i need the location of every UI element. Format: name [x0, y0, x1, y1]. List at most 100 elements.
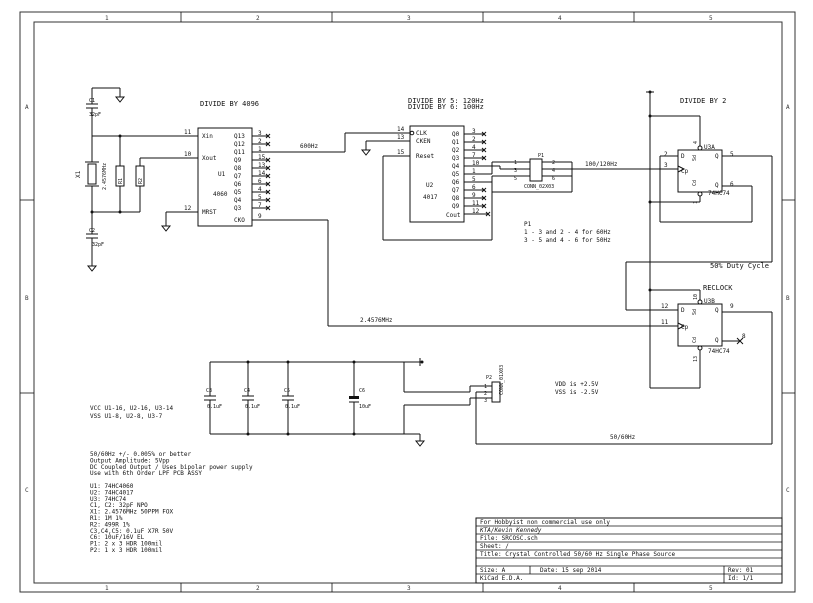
u2-pin-name: CLK: [416, 130, 427, 137]
u3b-d-pin: 12: [661, 303, 669, 310]
c1-ref: C1: [89, 98, 95, 104]
c4-value: 0.1uF: [245, 404, 260, 410]
ground-symbol: [114, 96, 126, 103]
u2-pin-num: 3: [472, 128, 476, 135]
u2-pin-num: 13: [397, 134, 405, 141]
no-connect-mark: [481, 187, 487, 193]
u2-value: 4017: [423, 194, 438, 201]
u3b-qn-name: Q: [715, 337, 719, 344]
u3b-qn-pin: 8: [742, 333, 746, 340]
c5-ref: C5: [284, 388, 290, 394]
x1-crystal: [87, 163, 97, 185]
u3a-cp-pin: 3: [664, 162, 668, 169]
u3b-q-name: Q: [715, 307, 719, 314]
design-note: P2: 1 x 3 HDR 100mil: [90, 547, 163, 554]
u1-pin-num: 4: [258, 186, 262, 193]
design-note: R2: 499R 1%: [90, 521, 130, 528]
u1-pin-name: Q8: [234, 165, 242, 172]
p1-note-50hz: 3 - 5 and 4 - 6 for 50Hz: [524, 237, 611, 244]
design-note: 50/60Hz +/- 0.005% or better: [90, 451, 192, 458]
p1-ref: P1: [538, 153, 544, 159]
c5-value: 0.1uF: [285, 404, 300, 410]
tb-date: Date: 15 sep 2014: [540, 567, 602, 574]
net-label-600hz: 600Hz: [300, 143, 318, 150]
tb-usage: For Hobbyist non commercial use only: [480, 519, 610, 526]
u2-pin-num: 11: [472, 200, 480, 207]
p2-body: [491, 381, 501, 403]
u1-pin-name: Q5: [234, 189, 242, 196]
row-marker: A: [25, 104, 29, 111]
u1-pin-name: Q6: [234, 181, 242, 188]
design-note: X1: 2.4576MHz 50PPM FOX: [90, 509, 173, 516]
design-note: U1: 74HC4060: [90, 483, 134, 490]
no-connect-mark: [265, 133, 271, 139]
p1-body: [529, 158, 543, 182]
u1-pin-num: 6: [258, 178, 262, 185]
u1-value: 4060: [213, 191, 228, 198]
row-marker: A: [786, 104, 790, 111]
design-note: U2: 74HC4017: [90, 489, 134, 496]
design-note: Output Amplitude: 5Vpp: [90, 457, 170, 464]
u1-ref: U1: [218, 171, 226, 178]
p1-value: CONN_02X03: [524, 184, 554, 190]
no-connect-mark: [481, 155, 487, 161]
ground-symbol: [160, 225, 172, 232]
u3b-sd-name: Sd: [692, 309, 698, 315]
no-connect-mark: [265, 157, 271, 163]
crystal-oscillator: C1 32pF X1 2.4576MHz R1 R2 C2 32pF: [75, 87, 198, 272]
u1-pin-num: 14: [258, 170, 266, 177]
u3a-value: 74HC74: [708, 190, 730, 197]
net-label-50-60hz: 50/60Hz: [610, 434, 636, 441]
u3b-cd-name: Cd: [692, 337, 698, 343]
c3-ref: C3: [206, 388, 212, 394]
decoupling: C3 0.1uF C4 0.1uF C5 0.1uF C6 10uF: [204, 358, 492, 447]
u2-pin-name: Q0: [452, 131, 460, 138]
column-marker: 4: [558, 15, 562, 22]
x1-value: 2.4576MHz: [102, 163, 108, 190]
u1-pin-num: 7: [258, 202, 262, 209]
no-connect-mark: [481, 203, 487, 209]
u1-pin-num: 12: [184, 205, 192, 212]
u3a-q-pin: 5: [730, 151, 734, 158]
p1-pin: 6: [552, 176, 555, 182]
p1-pin: 4: [552, 168, 555, 174]
u2-pin-num: 1: [472, 168, 476, 175]
design-note: C3,C4,C5: 0.1uF X7R 50V: [90, 528, 173, 535]
no-connect-mark: [265, 189, 271, 195]
u2-pin-name: Q9: [452, 203, 460, 210]
u1-pin-num: 1: [258, 146, 262, 153]
c3-value: 0.1uF: [207, 404, 222, 410]
no-connect-mark: [481, 195, 487, 201]
x1-ref: X1: [75, 170, 82, 178]
u1-body: [197, 127, 253, 227]
u3b-value: 74HC74: [708, 348, 730, 355]
net-label-2-4576mhz: 2.4576MHz: [360, 317, 393, 324]
column-marker: 3: [407, 585, 411, 592]
u2-pin-num: 15: [397, 149, 405, 156]
u2-pin-name: Q3: [452, 155, 460, 162]
u1-pin-name: Q11: [234, 149, 245, 156]
p2-pin: 2: [484, 391, 487, 397]
u2-pin-name: Cout: [446, 212, 461, 219]
u3b-d-name: D: [681, 307, 685, 314]
u3a-d-name: D: [681, 153, 685, 160]
u3a-cp-name: Cp: [681, 168, 689, 175]
no-connect-mark: [481, 147, 487, 153]
c2-value: 32pF: [92, 242, 104, 248]
u3a-74hc74: U3A 74HC74 D Cp Q Q Sd Cd 2 3 5 6 4 1: [625, 90, 773, 388]
no-connect-mark: [265, 181, 271, 187]
tb-rev: Rev: 01: [728, 567, 754, 574]
u2-pin-num: 12: [472, 208, 480, 215]
u2-pin-name: Q1: [452, 139, 460, 146]
u2-pin-name: Q2: [452, 147, 460, 154]
vdd-rail-note: VDD is +2.5V: [555, 381, 599, 388]
no-connect-mark: [481, 139, 487, 145]
u1-pin-name: Xout: [202, 155, 217, 162]
p1-pin: 5: [514, 176, 517, 182]
p1-note-60hz: 1 - 3 and 2 - 4 for 60Hz: [524, 229, 611, 236]
u3a-qn-pin: 6: [730, 181, 734, 188]
row-marker: B: [786, 295, 790, 302]
